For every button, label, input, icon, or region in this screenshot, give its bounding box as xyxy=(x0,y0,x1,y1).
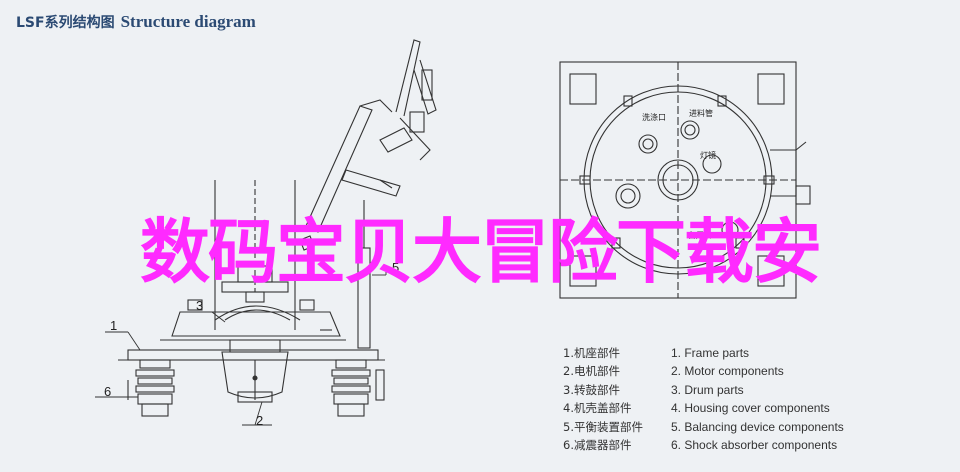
legend-cn-item: 5.平衡装置部件 xyxy=(563,419,643,434)
legend-cn-item: 2.电机部件 xyxy=(563,364,620,379)
lamp-mirror xyxy=(702,154,722,174)
legend-cn-item: 4.机壳盖部件 xyxy=(563,401,632,416)
label-spare-port: 备用口 xyxy=(688,231,712,240)
callout-1: 1 xyxy=(110,318,118,333)
legend-en-item: 4. Housing cover components xyxy=(671,401,830,416)
legend-cn-item: 1.机座部件 xyxy=(563,346,620,360)
label-feed-pipe: 进料管 xyxy=(689,109,713,118)
center-port xyxy=(657,159,699,201)
title-chinese: LSF系列结构图 xyxy=(16,15,115,31)
legend-en-item: 5. Balancing device components xyxy=(671,419,844,434)
callout-5: 5 xyxy=(392,260,400,275)
callout-6: 6 xyxy=(104,384,112,399)
left-shock-absorber xyxy=(127,359,175,417)
legend-cn-item: 3.转鼓部件 xyxy=(563,382,620,397)
legend-en-item: 2. Motor components xyxy=(671,364,784,379)
label-lamp-mirror: 灯镜 xyxy=(700,151,716,160)
drum-casing xyxy=(160,180,346,341)
legend-en-item: 1. Frame parts xyxy=(671,346,750,360)
title-english: Structure diagram xyxy=(120,12,256,31)
callout-2: 2 xyxy=(256,413,264,428)
wash-port xyxy=(638,134,658,154)
side-view xyxy=(95,39,437,426)
plan-view xyxy=(559,61,811,299)
motor xyxy=(221,339,289,403)
cover-arm xyxy=(299,39,437,251)
callout-leaders xyxy=(95,268,387,426)
callout-3: 3 xyxy=(196,298,204,313)
legend-cn-item: 6.减震器部件 xyxy=(563,438,632,453)
legend-en-item: 6. Shock absorber components xyxy=(671,438,838,453)
diagram-header: LSF系列结构图 Structure diagram xyxy=(16,12,256,32)
legend-chinese: 1.机座部件 2.电机部件 3.转鼓部件 4.机壳盖部件 5.平衡装置部件 6.… xyxy=(563,344,643,454)
label-wash-port: 洗涤口 xyxy=(642,113,666,122)
overlay-banner-text: 数码宝贝大冒险下载安 xyxy=(140,210,822,293)
legend-en-item: 3. Drum parts xyxy=(671,382,744,397)
casing-circle xyxy=(583,85,773,275)
right-shock-absorber xyxy=(331,359,385,417)
balancing-strut xyxy=(357,200,371,349)
feed-pipe xyxy=(680,120,700,140)
legend-english: 1. Frame parts 2. Motor components 3. Dr… xyxy=(671,344,844,454)
